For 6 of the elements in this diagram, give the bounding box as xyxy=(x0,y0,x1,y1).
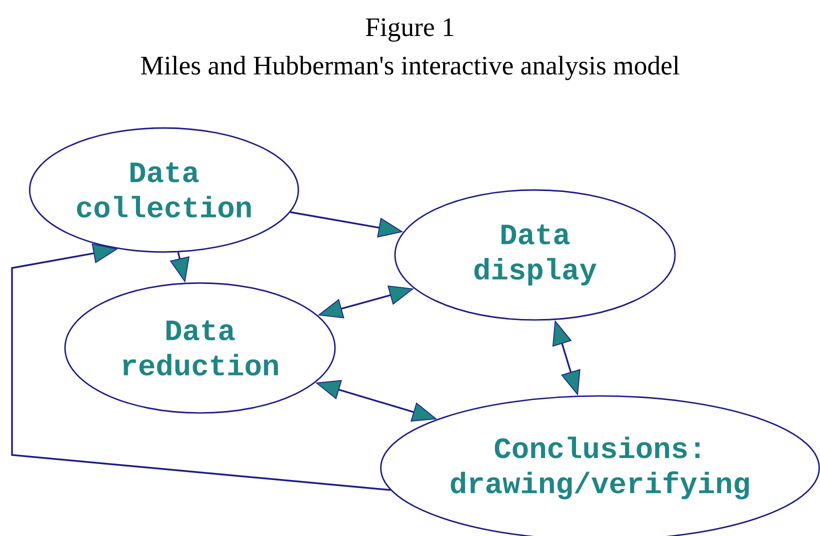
arrow xyxy=(11,243,391,491)
ellipse-node: Data reduction xyxy=(64,282,336,414)
title: Figure 1 xyxy=(366,18,454,42)
ellipse-node: Data display xyxy=(394,189,676,321)
ellipse-node: Data collection xyxy=(28,127,300,253)
caption: Miles and Hubberman's interactive analysis model xyxy=(140,56,680,80)
